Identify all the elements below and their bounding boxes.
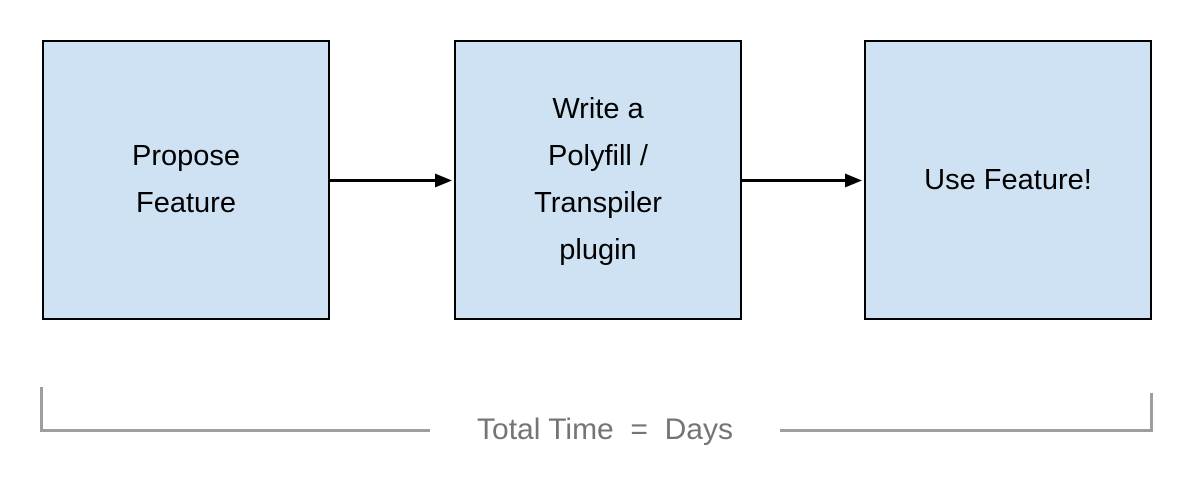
total-time-label: Total Time = Days xyxy=(477,413,733,446)
arrow-right-icon xyxy=(330,173,452,188)
flow-step-use-feature: Use Feature! xyxy=(864,40,1152,320)
arrow-right-icon xyxy=(742,173,862,188)
flow-step-propose-feature: Propose Feature xyxy=(42,40,330,320)
flow-step-propose-feature-label: Propose Feature xyxy=(131,140,240,219)
flow-step-write-polyfill-label: Write a Polyfill / Transpiler plugin xyxy=(534,93,662,266)
flow-step-write-polyfill: Write a Polyfill / Transpiler plugin xyxy=(454,40,742,320)
flow-step-use-feature-label: Use Feature! xyxy=(924,163,1092,196)
total-time-bracket xyxy=(40,387,1153,432)
